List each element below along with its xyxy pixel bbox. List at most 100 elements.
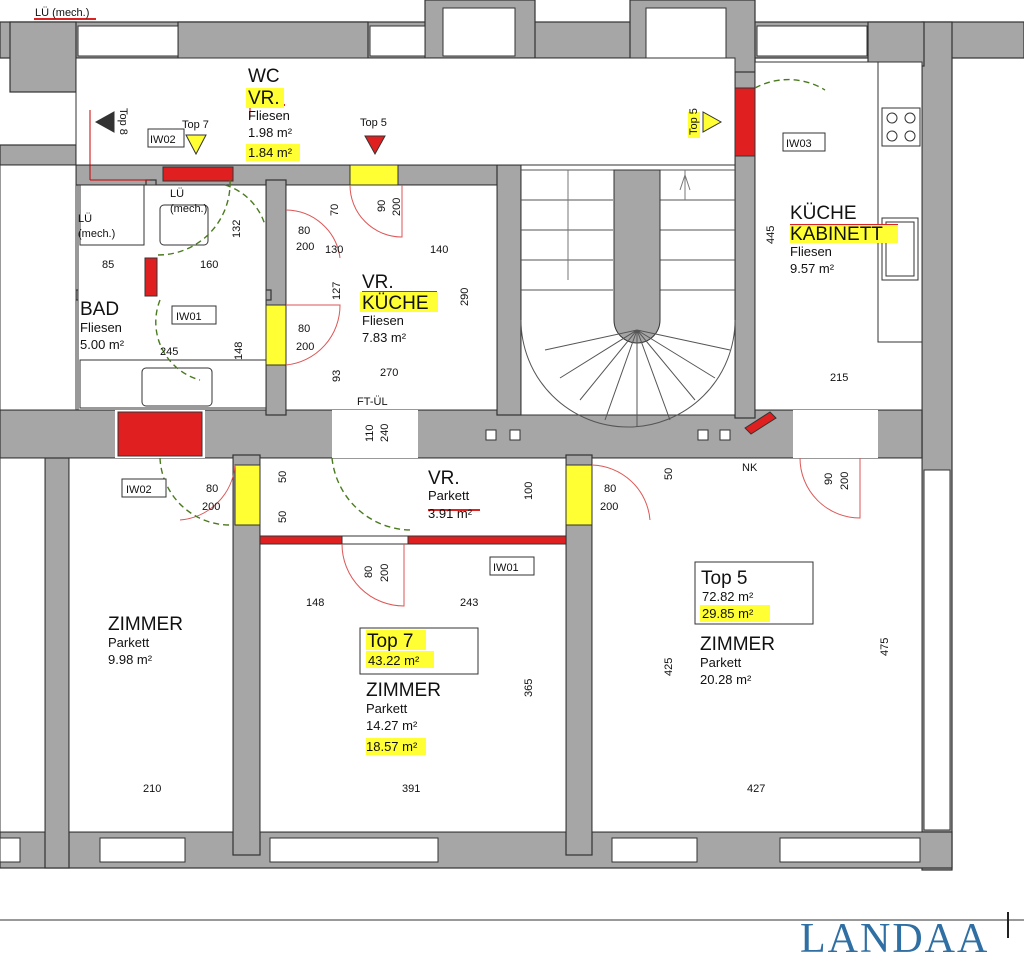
room-kueche-floor: Fliesen	[790, 244, 832, 259]
label-top5-marker: Top 5	[360, 117, 387, 129]
label-iw03: IW03	[786, 138, 812, 150]
dim-445: 445	[765, 226, 777, 244]
dim-110: 110	[364, 424, 376, 442]
area-highlights	[246, 88, 898, 755]
label-lu-2a: LÜ	[170, 188, 184, 200]
windows-bottom	[0, 837, 921, 863]
label-lu-mech-1: LÜ (mech.)	[35, 7, 89, 19]
room-bad-floor: Fliesen	[80, 320, 122, 335]
dim-50b: 50	[277, 511, 289, 523]
kitchen-counter	[877, 61, 923, 343]
staircase	[520, 169, 736, 428]
windows-top	[77, 7, 868, 65]
room-zimmer-mid-area-new: 18.57 m²	[366, 739, 418, 754]
room-vr-kueche: VR.	[362, 272, 394, 293]
door-highlights	[234, 164, 593, 526]
room-zimmer-mid: ZIMMER	[366, 680, 441, 701]
dimensions: 85 160 132 70 80 200 130 140 90 200 127 …	[102, 198, 891, 795]
dim-50a: 50	[277, 471, 289, 483]
room-kueche-highlight: KÜCHE	[362, 293, 429, 314]
dim-100: 100	[523, 482, 535, 500]
dim-427: 427	[747, 783, 765, 795]
room-zimmer-mid-floor: Parkett	[366, 701, 408, 716]
dim-240: 240	[379, 424, 391, 442]
room-zimmer-mid-area: 14.27 m²	[366, 718, 418, 733]
dim-243: 243	[460, 597, 478, 609]
dim-80b: 80	[298, 323, 310, 335]
bathroom-fixtures	[79, 184, 267, 409]
room-vr-mid-area: 3.91 m²	[428, 506, 473, 521]
room-kueche-area: 9.57 m²	[790, 261, 835, 276]
label-nk: NK	[742, 462, 758, 474]
room-vr-mid-floor: Parkett	[428, 488, 470, 503]
dim-270: 270	[380, 367, 398, 379]
room-kabinett: KABINETT	[790, 224, 883, 245]
room-zimmer-left: ZIMMER	[108, 614, 183, 635]
dim-80a: 80	[298, 225, 310, 237]
dim-200e: 200	[600, 501, 618, 513]
room-vr-kueche-area: 7.83 m²	[362, 330, 407, 345]
label-top8-side: Top 8	[117, 108, 129, 135]
dim-160: 160	[200, 259, 218, 271]
dim-127: 127	[331, 282, 343, 300]
dim-90: 90	[376, 200, 388, 212]
label-iw02-b: IW02	[126, 484, 152, 496]
dim-245: 245	[160, 346, 178, 358]
dim-93: 93	[331, 370, 343, 382]
dim-50c: 50	[663, 468, 675, 480]
dim-80c: 80	[206, 483, 218, 495]
dim-215: 215	[830, 372, 848, 384]
room-floors	[0, 57, 923, 833]
unit-top7-area: 43.22 m²	[368, 653, 420, 668]
room-vr-wc: VR.	[248, 88, 280, 109]
door-swings	[179, 184, 861, 607]
dim-200a: 200	[296, 241, 314, 253]
label-iw02-a: IW02	[150, 134, 176, 146]
label-iw01-a: IW01	[176, 311, 202, 323]
room-zimmer-right: ZIMMER	[700, 634, 775, 655]
dim-200f: 200	[839, 472, 851, 490]
label-top5-side: Top 5	[688, 108, 700, 135]
dim-200g: 200	[379, 564, 391, 582]
dim-85: 85	[102, 259, 114, 271]
dim-140: 140	[430, 244, 448, 256]
room-labels: WC VR. Fliesen 1.98 m² 1.84 m² VR. KÜCHE…	[80, 66, 883, 754]
room-kueche: KÜCHE	[790, 203, 857, 224]
dim-80e: 80	[363, 566, 375, 578]
dim-365: 365	[523, 679, 535, 697]
unit-markers	[94, 111, 723, 156]
brand-logo: LANDAA	[800, 916, 989, 962]
dim-200c: 200	[296, 341, 314, 353]
unit-top7-title: Top 7	[367, 631, 413, 652]
room-zimmer-right-floor: Parkett	[700, 655, 742, 670]
dim-475: 475	[879, 638, 891, 656]
room-zimmer-right-area: 20.28 m²	[700, 672, 752, 687]
dim-132: 132	[231, 220, 243, 238]
dim-70: 70	[329, 204, 341, 216]
room-vr-mid: VR.	[428, 468, 460, 489]
red-wall-marks	[117, 87, 777, 545]
room-bad-area: 5.00 m²	[80, 337, 125, 352]
windows-right	[923, 469, 951, 831]
demolition-swings	[155, 78, 826, 531]
dim-130: 130	[325, 244, 343, 256]
label-ft-ul: FT-ÜL	[357, 396, 388, 408]
room-bad: BAD	[80, 299, 119, 320]
room-vr-wc-floor: Fliesen	[248, 108, 290, 123]
plan-labels: LÜ (mech.) LÜ (mech.) LÜ (mech.) IW02 IW…	[35, 7, 812, 574]
label-iw01-b: IW01	[493, 562, 519, 574]
dim-90b: 90	[823, 473, 835, 485]
dim-210: 210	[143, 783, 161, 795]
room-zimmer-left-area: 9.98 m²	[108, 652, 153, 667]
room-vr-wc-area-new: 1.84 m²	[248, 145, 293, 160]
unit-top5-title: Top 5	[701, 568, 747, 589]
unit-top5-area: 72.82 m²	[702, 589, 754, 604]
dim-391: 391	[402, 783, 420, 795]
unit-top5-area-new: 29.85 m²	[702, 606, 754, 621]
label-lu-3a: LÜ	[78, 213, 92, 225]
unit-labels: Top 7 43.22 m² Top 5 72.82 m² 29.85 m²	[367, 568, 754, 668]
dim-200d: 200	[202, 501, 220, 513]
dim-148b: 148	[306, 597, 324, 609]
dim-290: 290	[459, 288, 471, 306]
